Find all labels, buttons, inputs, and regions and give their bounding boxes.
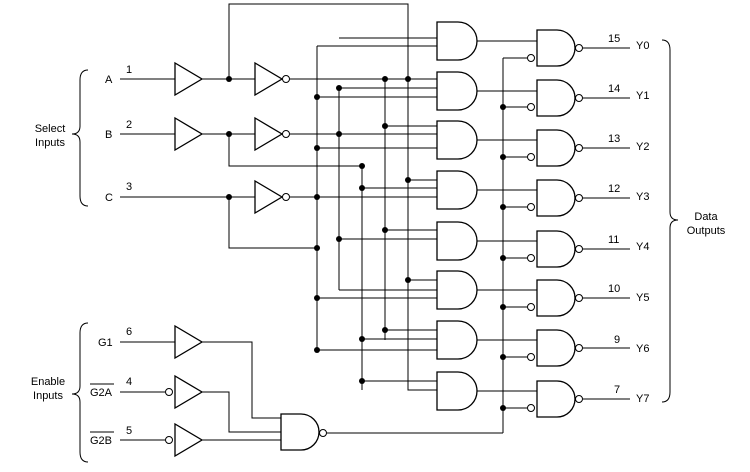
- input-pin-c: 3: [126, 181, 132, 193]
- input-name-b: B: [105, 129, 112, 141]
- input-pin-b: 2: [126, 119, 132, 131]
- group-labels: Select Inputs Enable Inputs Data Outputs: [31, 123, 726, 402]
- input-name-g2b: G2B: [90, 435, 112, 447]
- data-outputs-brace: [661, 39, 679, 403]
- output-nand-gates: [536, 29, 583, 418]
- output-name-y5: Y5: [636, 292, 649, 304]
- output-pin-y2: 13: [608, 133, 620, 145]
- input-name-g1: G1: [98, 337, 113, 349]
- output-pin-y4: 11: [608, 234, 619, 246]
- output-pin-y0: 15: [608, 33, 620, 45]
- output-pin-y3: 12: [608, 183, 620, 195]
- input-pin-g1: 6: [126, 326, 132, 338]
- enable-bus: [500, 54, 535, 433]
- data-label-1: Data: [694, 211, 718, 223]
- select-label-1: Select: [35, 123, 66, 135]
- input-name-c: C: [105, 192, 113, 204]
- output-pin-y7: 7: [614, 384, 620, 396]
- output-labels: 15 Y0 14 Y1 13 Y2 12 Y3 11 Y4 10 Y5 9 Y6…: [608, 33, 649, 405]
- stage-links: [477, 40, 537, 392]
- output-name-y7: Y7: [636, 393, 649, 405]
- output-name-y6: Y6: [636, 343, 649, 355]
- input-pin-g2a: 4: [126, 376, 132, 388]
- enable-brace: [71, 322, 89, 463]
- input-c-path: [120, 179, 317, 215]
- output-name-y1: Y1: [636, 90, 649, 102]
- enable-label-1: Enable: [31, 376, 65, 388]
- select-brace: [71, 69, 89, 207]
- select-label-2: Inputs: [35, 137, 65, 149]
- input-pin-g2b: 5: [126, 425, 132, 437]
- enable-label-2: Inputs: [33, 390, 63, 402]
- enable-inputs: [120, 324, 503, 458]
- input-b-path: [120, 116, 437, 152]
- output-leads: [583, 47, 630, 400]
- output-pin-y1: 14: [608, 83, 620, 95]
- decode-and-gates: [436, 21, 478, 411]
- output-pin-y6: 9: [614, 334, 620, 346]
- output-name-y4: Y4: [636, 241, 649, 253]
- input-labels: A 1 B 2 C 3 G1 6 G2A 4 G2B 5: [90, 64, 132, 447]
- input-name-g2a: G2A: [90, 387, 113, 399]
- output-name-y3: Y3: [636, 191, 649, 203]
- input-pin-a: 1: [126, 64, 132, 76]
- output-name-y0: Y0: [636, 40, 649, 52]
- input-name-a: A: [105, 74, 113, 86]
- junction-dots: [226, 76, 411, 384]
- input-a-path: [120, 61, 437, 97]
- output-name-y2: Y2: [636, 141, 649, 153]
- output-pin-y5: 10: [608, 283, 620, 295]
- data-label-2: Outputs: [687, 225, 726, 237]
